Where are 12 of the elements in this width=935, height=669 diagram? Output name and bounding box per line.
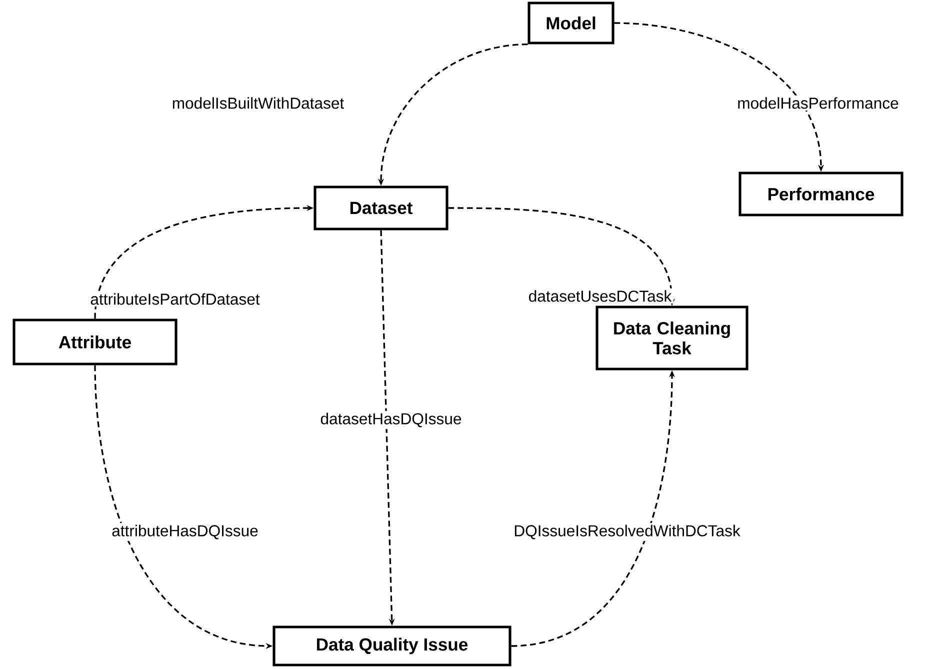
edge-label: datasetHasDQIssue xyxy=(318,411,464,429)
concept-box: Data Quality Issue xyxy=(272,626,512,666)
edge-label: modelHasPerformance xyxy=(735,95,901,111)
concept-box: Attribute xyxy=(12,318,178,366)
edge-label: datasetUsesDCTask xyxy=(526,288,674,304)
edge-label: modelIsBuiltWithDataset xyxy=(170,95,346,111)
concept-box: Model xyxy=(528,2,614,44)
edge-label: attributeHasDQIssue xyxy=(110,523,260,541)
edge-label: attributeIsPartOfDataset xyxy=(88,291,262,307)
edge-label: DQIssueIsResolvedWithDCTask xyxy=(512,523,742,541)
concept-box: Dataset xyxy=(314,186,448,230)
concept-box: Performance xyxy=(738,172,904,216)
